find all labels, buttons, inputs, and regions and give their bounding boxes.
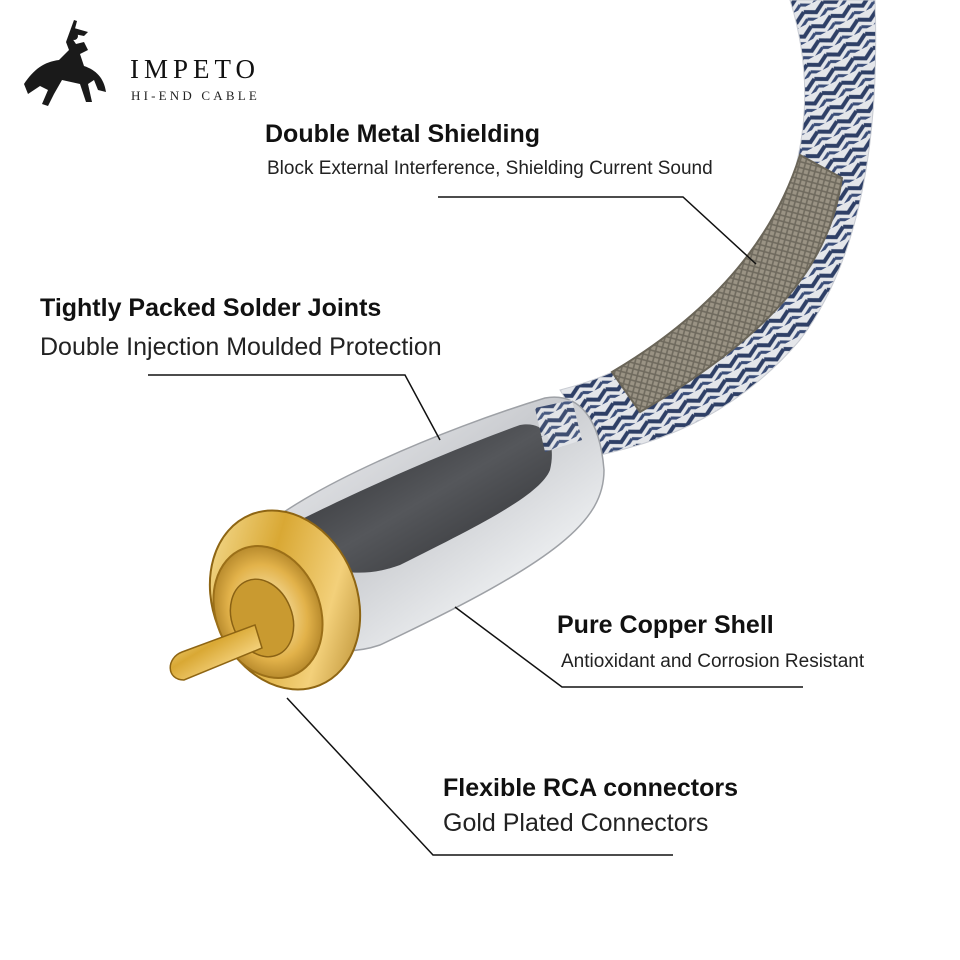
connectors-leader-line [286,697,673,856]
shielding-leader-line [438,196,757,265]
shell-dark-insert [300,424,552,573]
gold-center-pin [169,624,263,681]
shell-subtitle: Antioxidant and Corrosion Resistant [561,651,865,672]
brand-logo: IMPETO HI-END CABLE [14,14,294,114]
solder-title: Tightly Packed Solder Joints [40,294,382,322]
metal-shield-cutaway [610,153,844,414]
callout-lines [148,196,803,856]
brand-tagline: HI-END CABLE [131,88,261,103]
solder-leader-line [148,374,441,441]
shell-title: Pure Copper Shell [557,611,774,639]
shielding-subtitle: Block External Interference, Shielding C… [267,158,713,179]
shell-leader-line [454,606,803,688]
shielding-title: Double Metal Shielding [265,120,541,148]
connectors-title: Flexible RCA connectors [443,774,738,802]
knight-horse-icon [24,20,106,106]
solder-subtitle: Double Injection Moulded Protection [40,333,442,361]
connectors-subtitle: Gold Plated Connectors [443,809,709,837]
brand-name: IMPETO [130,54,261,84]
